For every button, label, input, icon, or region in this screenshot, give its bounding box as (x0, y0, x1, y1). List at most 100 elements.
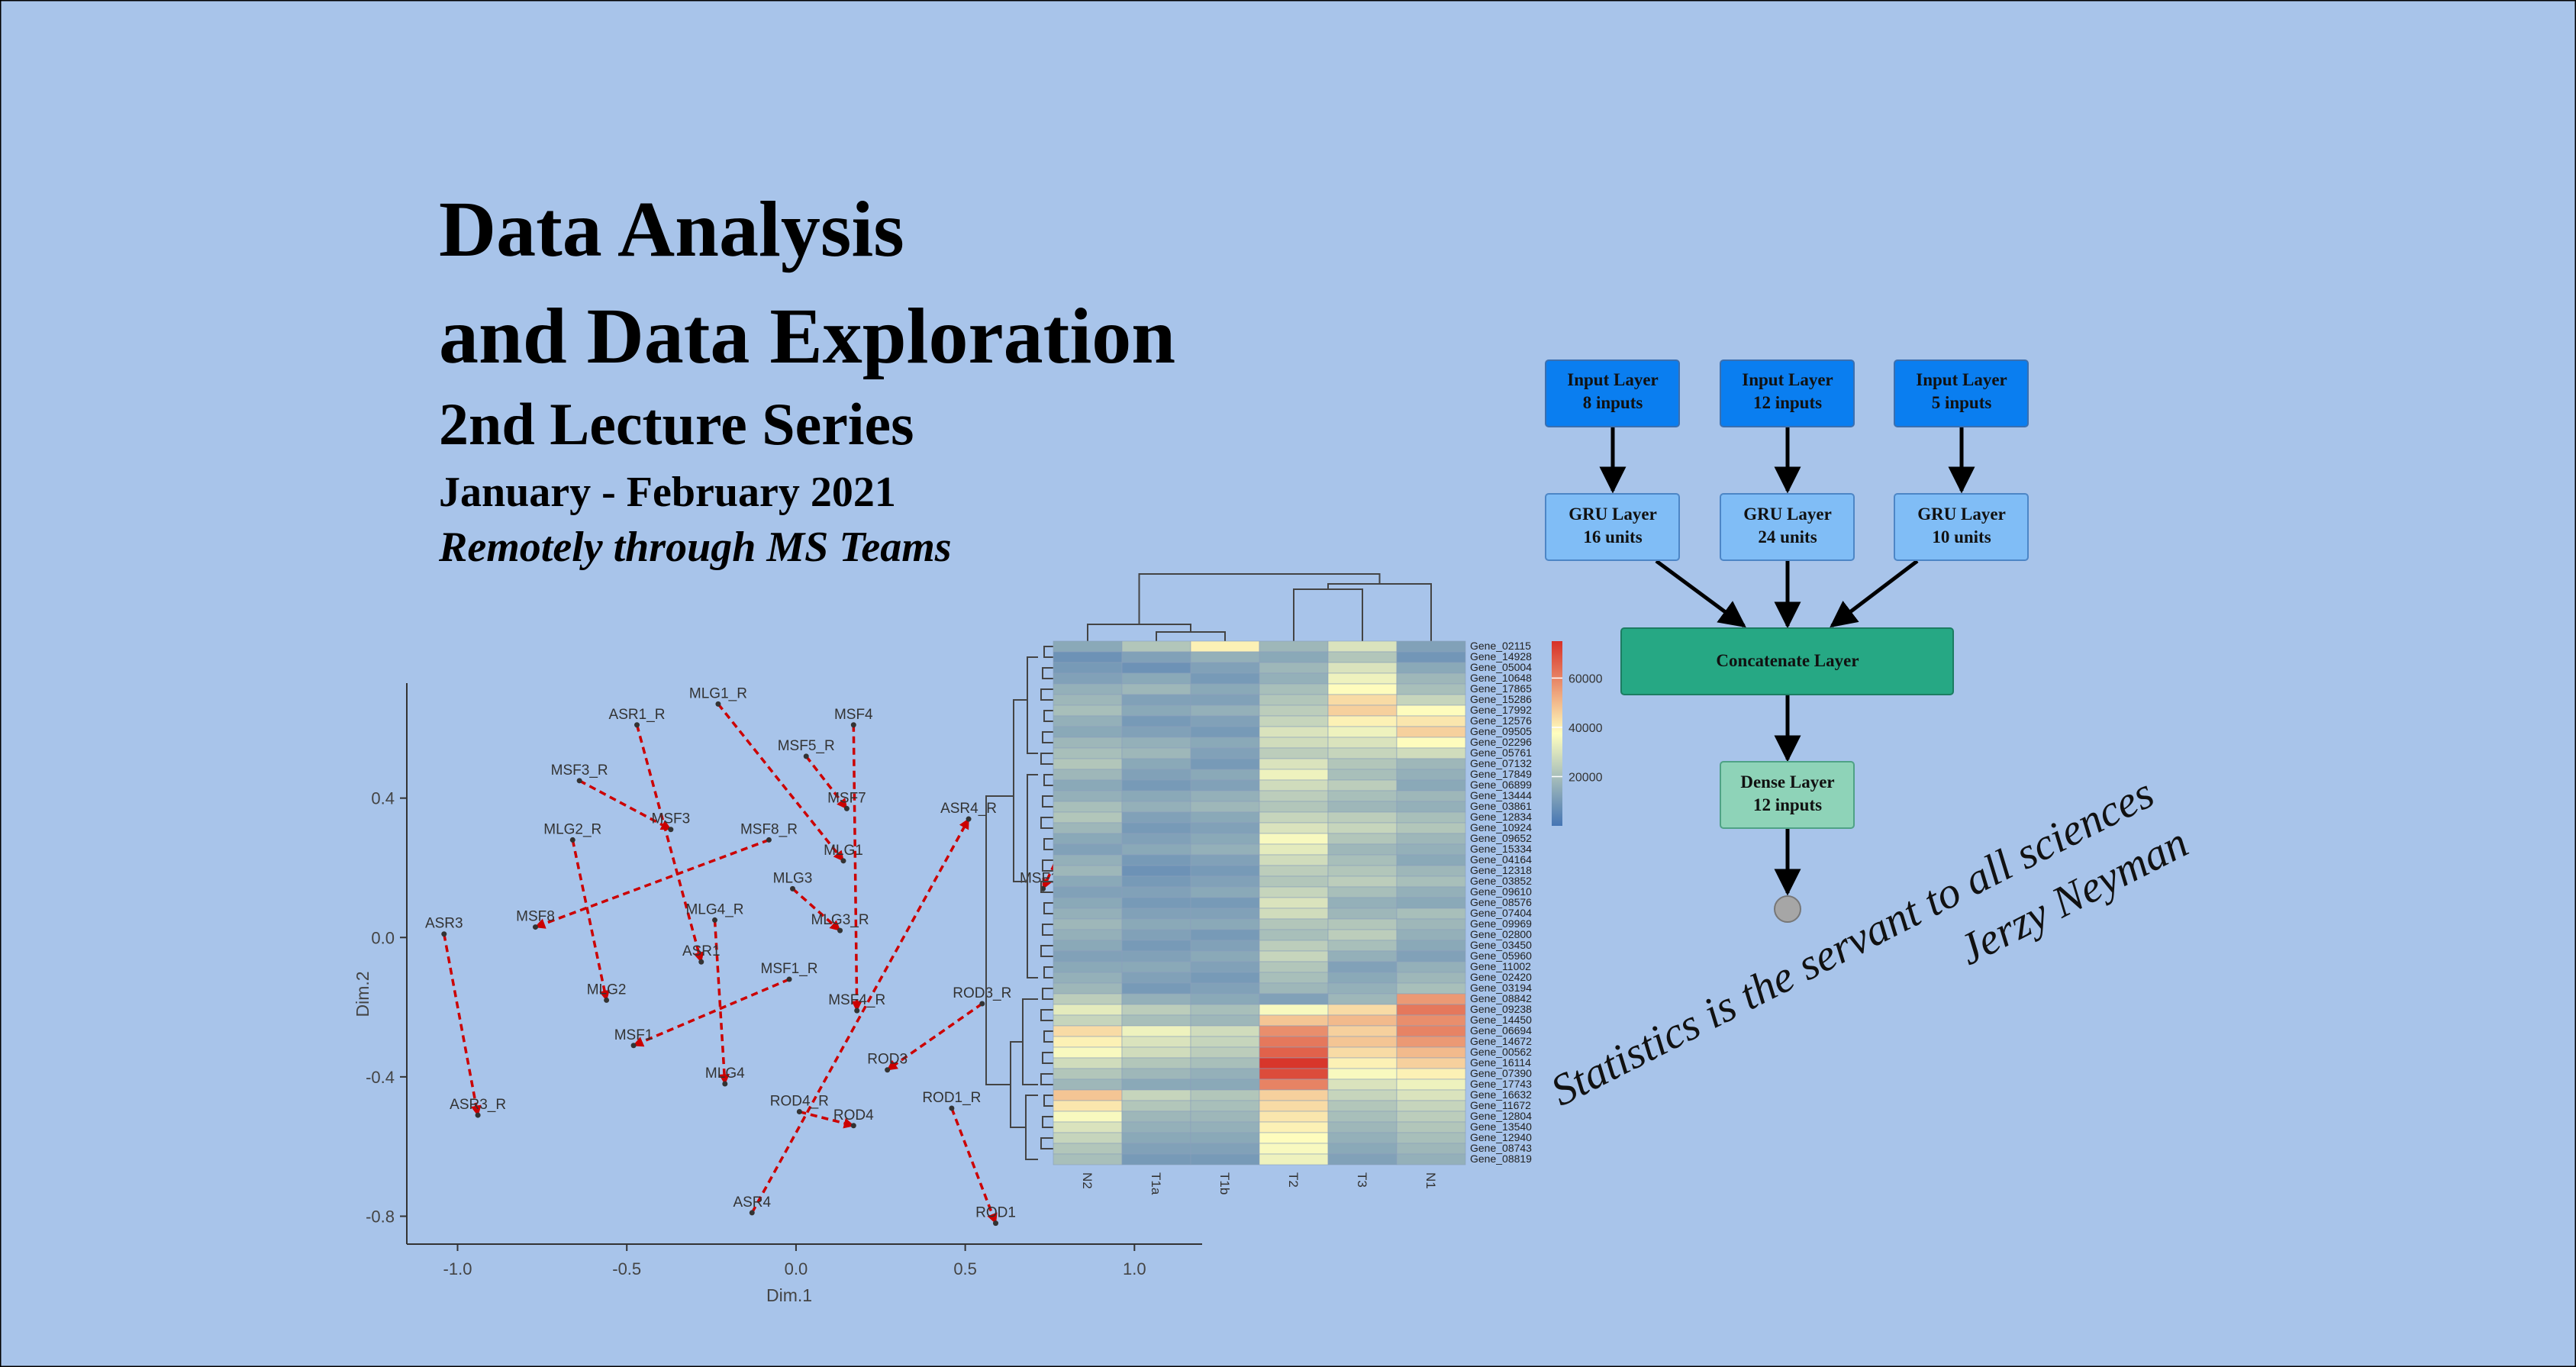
heatmap-cell (1259, 1132, 1329, 1144)
heatmap: Gene_02115Gene_14928Gene_05004Gene_10648… (985, 573, 1603, 1195)
heatmap-cell (1190, 822, 1260, 834)
heatmap-cell (1053, 694, 1123, 706)
heatmap-cell (1396, 833, 1466, 845)
heatmap-cell (1190, 640, 1260, 653)
heatmap-row-label: Gene_07390 (1470, 1067, 1532, 1079)
heatmap-cell (1190, 651, 1260, 663)
scatter-point-label: MSF7 (827, 790, 866, 806)
scatter-pair-line (443, 933, 482, 1117)
heatmap-cell (1327, 854, 1398, 866)
input-layer-2-title: Input Layer (1742, 370, 1833, 389)
row-dendrogram-branch (1043, 1030, 1053, 1043)
heatmap-cell (1396, 822, 1466, 834)
heatmap-cell (1190, 1025, 1260, 1037)
scatter-point-label: ASR4 (733, 1195, 771, 1211)
heatmap-cell (1190, 1153, 1260, 1165)
heatmap-cell (1396, 640, 1466, 653)
scatter-point (766, 837, 772, 843)
heatmap-cell (1121, 726, 1191, 738)
heatmap-cell (1190, 982, 1260, 995)
heatmap-cell (1259, 993, 1329, 1005)
heatmap-cells (1053, 640, 1466, 1165)
heatmap-cell (1327, 1025, 1398, 1037)
scatter-y-tick-label: -0.8 (366, 1207, 395, 1226)
row-dendrogram-branch (1040, 1073, 1053, 1085)
heatmap-cell (1327, 929, 1398, 941)
heatmap-cell (1327, 950, 1398, 962)
heatmap-cell (1259, 683, 1329, 695)
scatter-point-label: MLG4_R (685, 901, 743, 917)
input-layer-2: Input Layer 12 inputs (1720, 359, 1855, 427)
heatmap-cell (1396, 843, 1466, 856)
scatter-pair-line (950, 1107, 998, 1224)
heatmap-cell (1121, 747, 1191, 759)
heatmap-row-label: Gene_06899 (1470, 779, 1532, 791)
heatmap-cell (1053, 790, 1123, 802)
scatter-point (993, 1220, 999, 1227)
heatmap-cell (1327, 651, 1398, 663)
heatmap-cell (1053, 811, 1123, 824)
scatter-point-label: ROD3_R (953, 985, 1011, 1001)
scatter-point-label: ROD1_R (922, 1090, 981, 1106)
heatmap-cell (1053, 1121, 1123, 1133)
scatter-point-label: ROD1 (975, 1205, 1016, 1221)
heatmap-cell (1396, 897, 1466, 909)
scatter-point-label: MSF4 (834, 707, 873, 723)
heatmap-cell (1053, 854, 1123, 866)
heatmap-cell (1259, 790, 1329, 802)
heatmap-cell (1396, 1057, 1466, 1069)
heatmap-row-label: Gene_10648 (1470, 672, 1532, 684)
heatmap-row-label: Gene_13540 (1470, 1120, 1532, 1133)
heatmap-cell (1190, 950, 1260, 962)
row-dendrogram-branch (1040, 1137, 1053, 1149)
heatmap-cell (1396, 918, 1466, 930)
heatmap-cell (1121, 758, 1191, 770)
heatmap-cell (1259, 929, 1329, 941)
heatmap-cell (1053, 865, 1123, 877)
heatmap-cell (1121, 651, 1191, 663)
heatmap-cell (1190, 886, 1260, 898)
row-dendrogram-branch (1042, 731, 1053, 743)
heatmap-cell (1053, 833, 1123, 845)
row-dendrogram-branch (1043, 1095, 1053, 1107)
heatmap-row-label: Gene_14672 (1470, 1035, 1532, 1047)
heatmap-cell (1121, 790, 1191, 802)
input-layer-3-sub: 5 inputs (1932, 393, 1992, 412)
heatmap-cell (1327, 683, 1398, 695)
heatmap-cell (1396, 961, 1466, 973)
heatmap-cell (1053, 1004, 1123, 1016)
heatmap-cell (1327, 1153, 1398, 1165)
heatmap-row-label: Gene_09238 (1470, 1003, 1532, 1015)
heatmap-cell (1259, 1121, 1329, 1133)
heatmap-cell (1053, 1078, 1123, 1091)
scatter-x-axis-label: Dim.1 (766, 1285, 812, 1305)
heatmap-cell (1259, 758, 1329, 770)
heatmap-row-label: Gene_14928 (1470, 650, 1532, 663)
input-layer-1-title: Input Layer (1567, 370, 1659, 389)
heatmap-column-label: T1b (1217, 1172, 1232, 1195)
heatmap-row-label: Gene_15286 (1470, 693, 1532, 705)
heatmap-row-label: Gene_03852 (1470, 875, 1532, 887)
heatmap-cell (1121, 843, 1191, 856)
heatmap-cell (1327, 1111, 1398, 1123)
scatter-point (604, 997, 610, 1003)
heatmap-cell (1190, 1014, 1260, 1027)
heatmap-cell (1053, 972, 1123, 984)
heatmap-column-label: T3 (1355, 1172, 1369, 1188)
heatmap-cell (1121, 801, 1191, 813)
heatmap-cell (1121, 694, 1191, 706)
heatmap-cell (1396, 769, 1466, 781)
scatter-y-axis-label: Dim.2 (353, 971, 372, 1017)
heatmap-row-label: Gene_05004 (1470, 661, 1532, 673)
heatmap-column-label: N1 (1423, 1172, 1438, 1189)
heatmap-cell (1190, 801, 1260, 813)
heatmap-cell (1396, 993, 1466, 1005)
heatmap-cell (1121, 737, 1191, 749)
heatmap-row-label: Gene_07132 (1470, 757, 1532, 769)
row-dendrogram-branch (1043, 838, 1053, 850)
scatter-point-label: MSF5_R (778, 738, 835, 754)
heatmap-cell (1259, 779, 1329, 792)
heatmap-row-label: Gene_12940 (1470, 1131, 1532, 1143)
heatmap-cell (1190, 1004, 1260, 1016)
